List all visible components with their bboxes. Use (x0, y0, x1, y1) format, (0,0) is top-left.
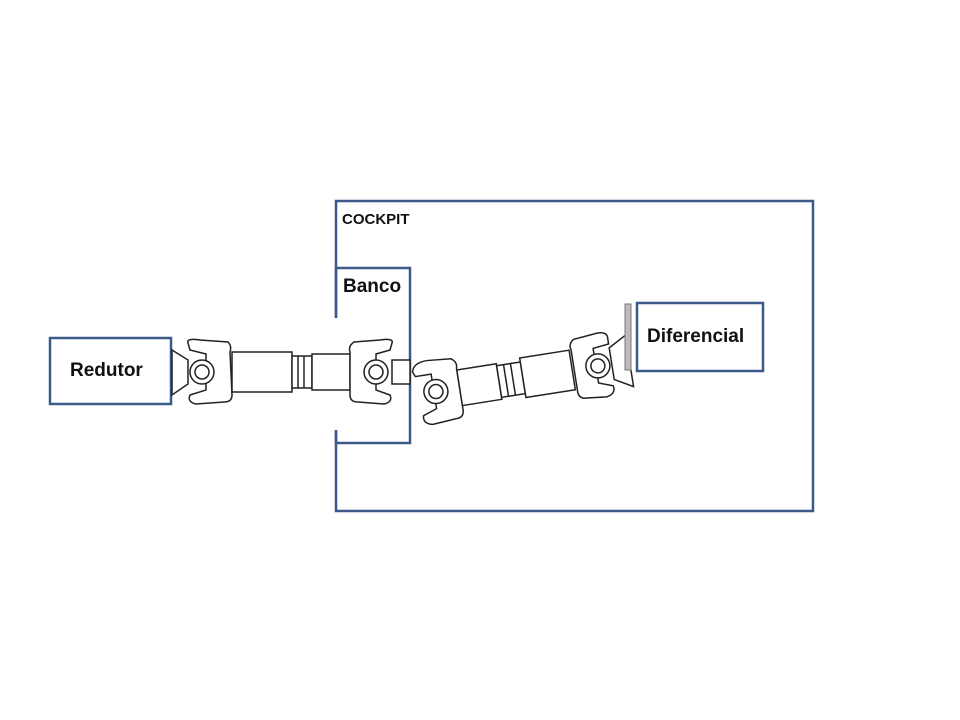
diferencial-box (635, 301, 765, 373)
drive-shaft-rear (411, 331, 635, 426)
cockpit-label: COCKPIT (342, 211, 410, 228)
banco-label: Banco (343, 276, 402, 297)
diferencial-label: Diferencial (647, 326, 745, 347)
cockpit-box (334, 199, 815, 513)
redutor-box (48, 336, 173, 406)
banco-box (334, 266, 412, 445)
redutor-label: Redutor (70, 360, 143, 381)
flange (624, 303, 632, 371)
drive-shaft-front (171, 338, 411, 405)
